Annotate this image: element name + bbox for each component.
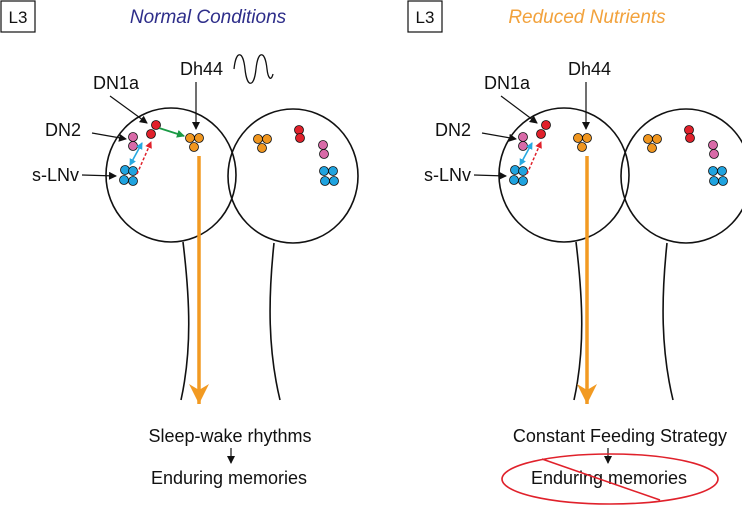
dn2-pointer: [91, 132, 127, 142]
panel-normal: L3 Normal Conditions: [0, 0, 359, 488]
brain-lobe-right: [620, 108, 742, 244]
label-dn2: DN2: [435, 120, 471, 140]
slnv-to-dn1a-dashed-arrow: [526, 141, 542, 175]
dh44-cells-contralateral: [253, 134, 272, 153]
dn2-cells: [518, 132, 528, 151]
label-dh44: Dh44: [180, 59, 223, 79]
dn1a-to-dh44-arrow: [158, 127, 185, 138]
slnv-to-dn1a-dashed-arrow: [136, 141, 152, 175]
dn1a-cells: [146, 120, 161, 139]
slnv-cells: [119, 165, 138, 186]
brain-lobe-right: [227, 108, 359, 244]
slnv-dn2-bidirectional-arrow: [129, 142, 143, 166]
dh44-cells: [573, 133, 592, 152]
ventral-nerve-cord-left: [180, 241, 190, 401]
outcome-primary: Sleep-wake rhythms: [148, 426, 311, 446]
dh44-cells-contralateral: [643, 134, 662, 153]
label-dn2: DN2: [45, 120, 81, 140]
panel-title: Normal Conditions: [130, 7, 287, 28]
dn2-cells: [128, 132, 138, 151]
dn1a-pointer: [500, 95, 538, 124]
prohibition-icon: [501, 453, 719, 505]
ventral-nerve-cord-right: [269, 242, 281, 401]
label-dn1a: DN1a: [93, 73, 140, 93]
dn2-cells-contralateral: [708, 140, 719, 159]
dh44-cells: [185, 133, 204, 152]
slnv-pointer: [473, 171, 507, 180]
dn2-pointer: [481, 132, 517, 142]
label-dh44: Dh44: [568, 59, 611, 79]
stage-label: L3: [416, 8, 435, 27]
dn1a-cells: [536, 120, 551, 139]
outcome-secondary: Enduring memories: [151, 468, 307, 488]
ventral-nerve-cord-right: [662, 242, 674, 401]
ventral-nerve-cord-left: [573, 241, 583, 401]
dn1a-cells-contralateral: [294, 125, 305, 143]
sine-wave-icon: [233, 54, 274, 84]
stage-box: [407, 0, 443, 33]
label-dn1a: DN1a: [484, 73, 531, 93]
dn1a-cells-contralateral: [684, 125, 695, 143]
label-slnv: s-LNv: [424, 165, 471, 185]
outcome-primary: Constant Feeding Strategy: [513, 426, 727, 446]
slnv-cells: [509, 165, 528, 186]
dn1a-pointer: [109, 95, 148, 124]
outcome-secondary: Enduring memories: [531, 468, 687, 488]
panel-title: Reduced Nutrients: [508, 7, 666, 28]
slnv-pointer: [81, 171, 117, 180]
panel-reduced: L3 Reduced Nutrients: [407, 0, 742, 505]
label-slnv: s-LNv: [32, 165, 79, 185]
brain-lobe-left: [105, 107, 237, 243]
brain-lobe-left: [498, 107, 630, 243]
stage-box: [0, 0, 36, 33]
slnv-cells-contralateral: [319, 166, 339, 186]
stage-label: L3: [9, 8, 28, 27]
slnv-dn2-bidirectional-arrow: [519, 142, 533, 166]
slnv-cells-contralateral: [708, 166, 728, 186]
dn2-cells-contralateral: [318, 140, 329, 159]
